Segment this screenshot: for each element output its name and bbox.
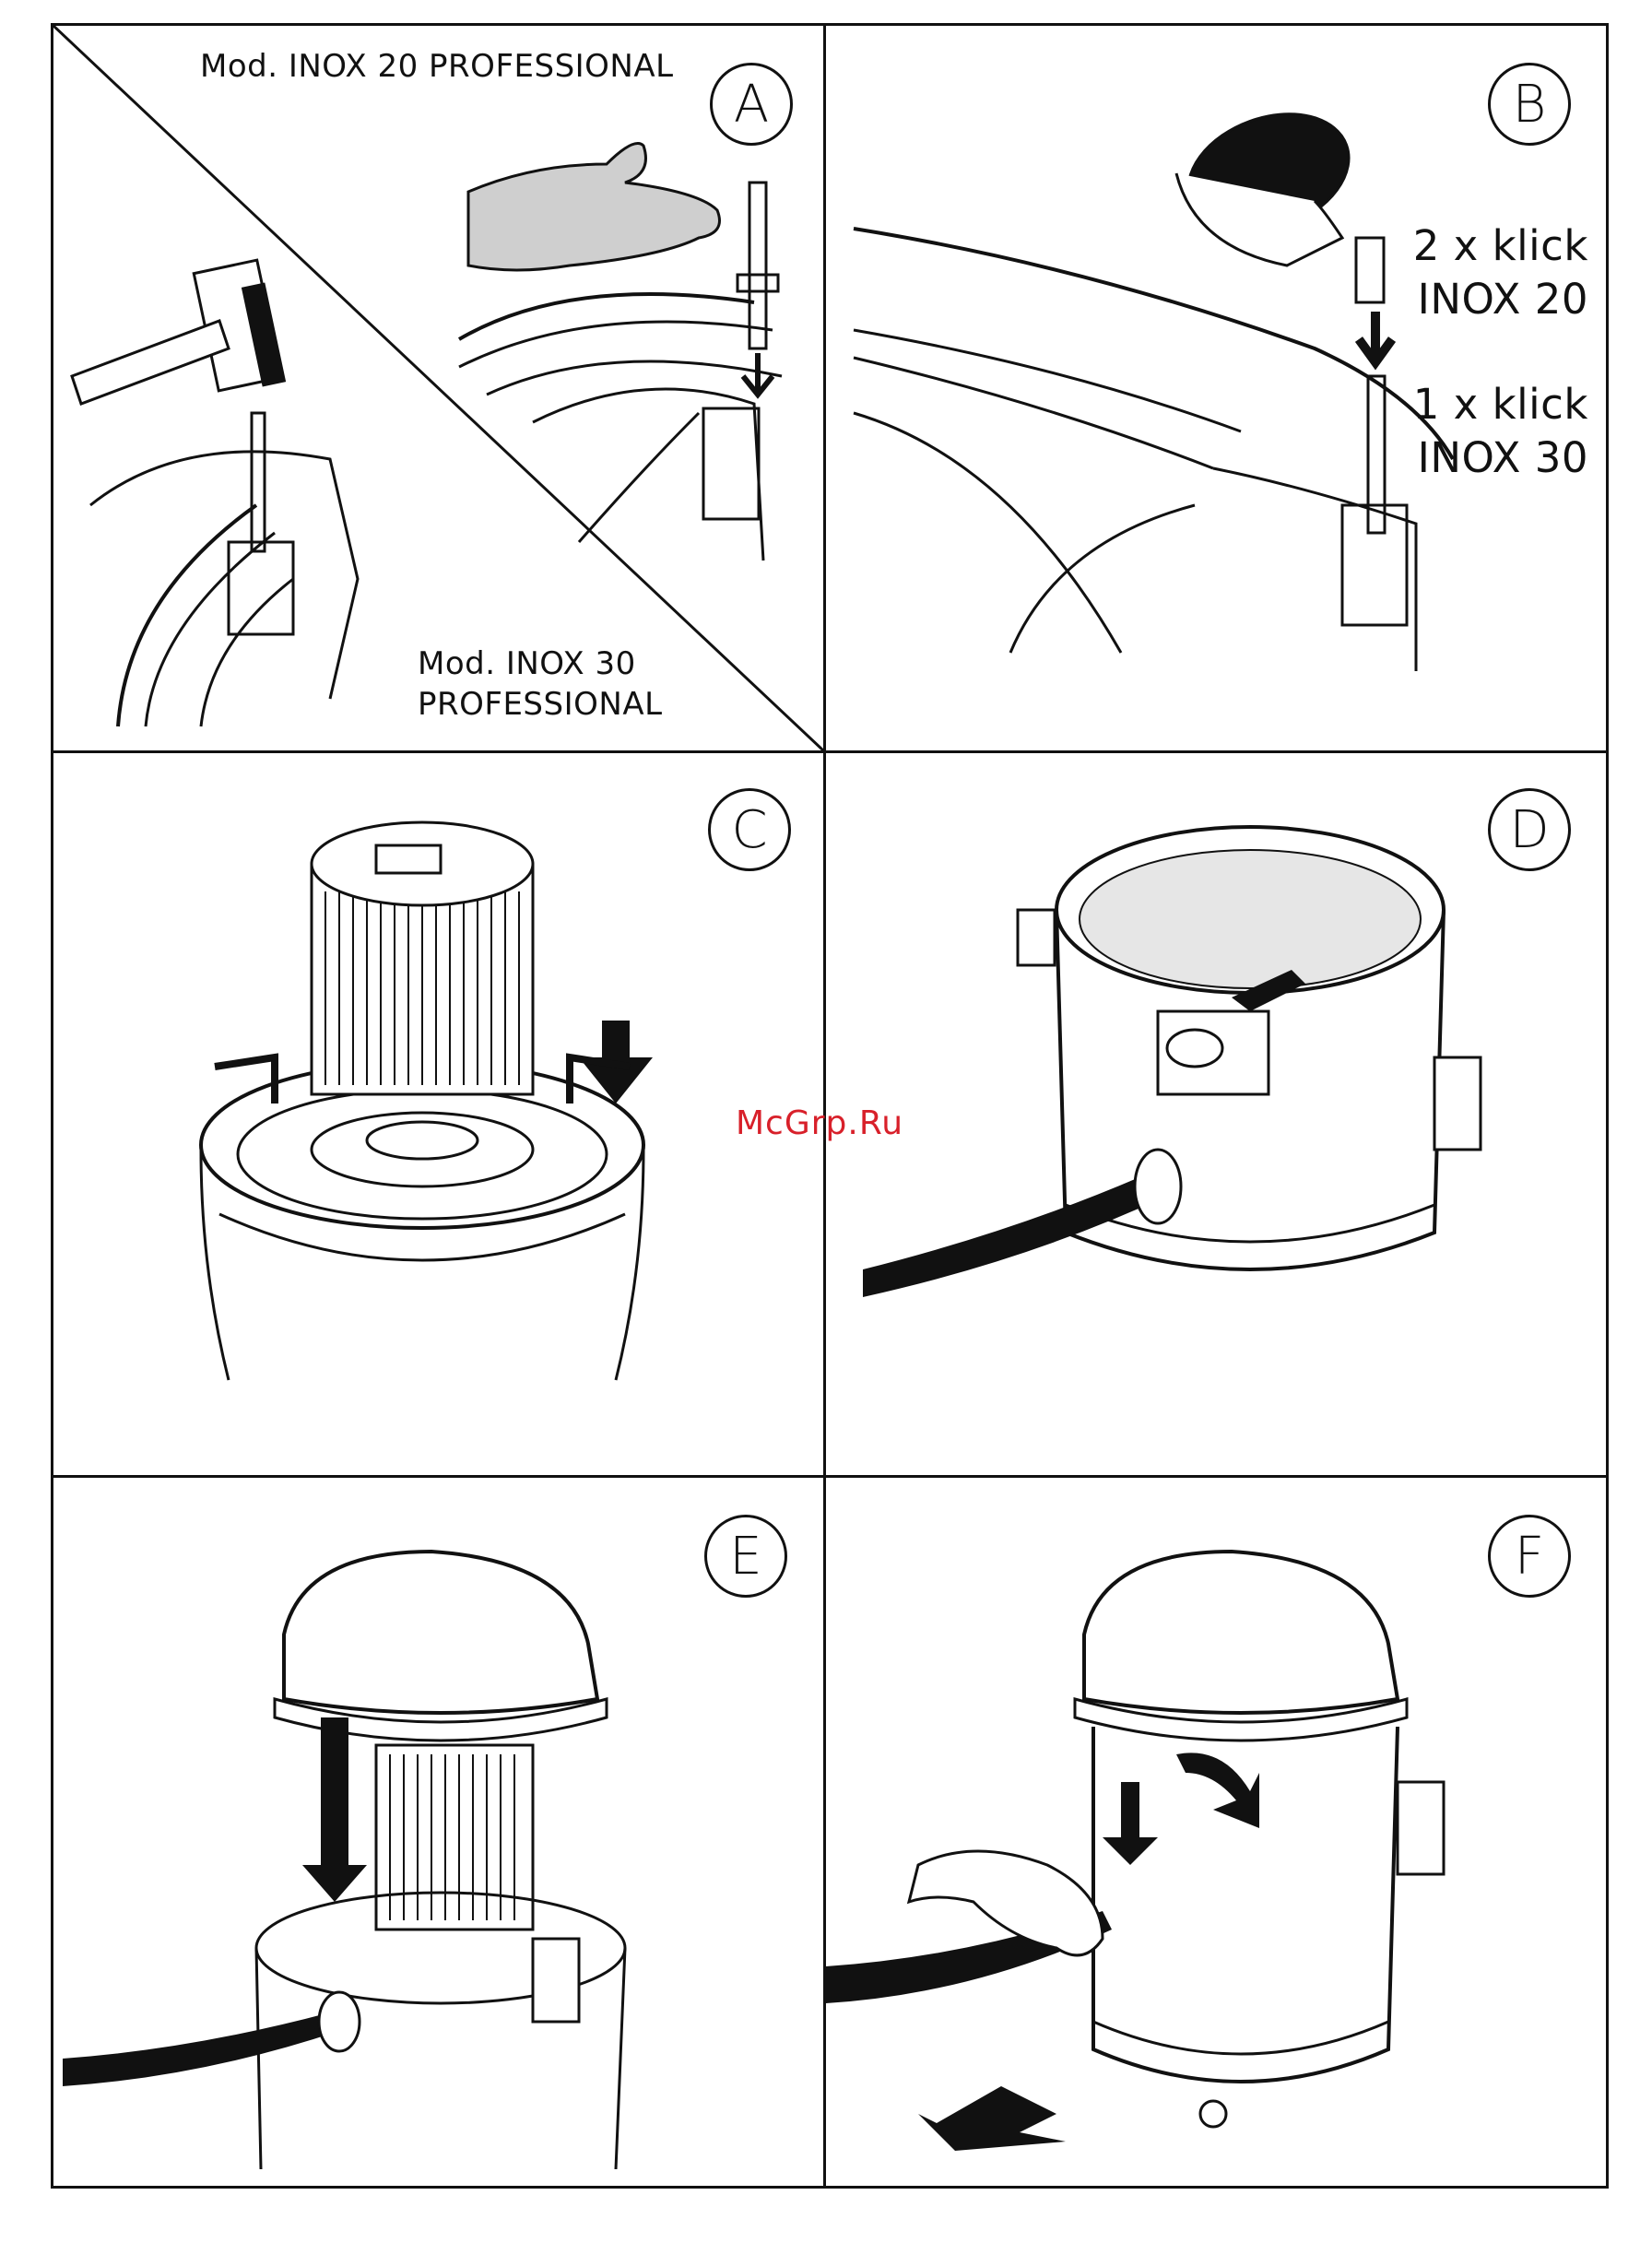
panel-c: C	[53, 753, 823, 1475]
klick-text-line4: INOX 30	[1312, 431, 1588, 485]
panel-e: E	[53, 1478, 823, 2189]
panel-a-illustration	[53, 26, 823, 750]
watermark: McGrp.Ru	[736, 1104, 903, 1142]
panel-d-illustration	[826, 753, 1609, 1475]
step-c-marker: C	[708, 788, 791, 871]
model-inox30-label-line2: PROFESSIONAL	[418, 684, 663, 725]
step-f-marker: F	[1488, 1515, 1571, 1598]
step-a-marker: A	[710, 63, 793, 146]
klick-text-line3: 1 x klick	[1312, 378, 1588, 431]
model-inox20-label: Mod. INOX 20 PROFESSIONAL	[200, 46, 674, 87]
model-inox30-label-line1: Mod. INOX 30	[418, 643, 636, 684]
panel-a: Mod. INOX 20 PROFESSIONAL Mod. INOX 30 P…	[53, 26, 823, 750]
panel-f-illustration	[826, 1478, 1609, 2189]
panel-b: 2 x klick INOX 20 1 x klick INOX 30 B	[826, 26, 1609, 750]
panel-e-illustration	[53, 1478, 823, 2189]
step-b-marker: B	[1488, 63, 1571, 146]
panel-c-illustration	[53, 753, 823, 1475]
panel-d: D	[826, 753, 1609, 1475]
klick-text-line2: INOX 20	[1312, 273, 1588, 326]
step-e-marker: E	[704, 1515, 787, 1598]
panel-f: F	[826, 1478, 1609, 2189]
step-d-marker: D	[1488, 788, 1571, 871]
klick-text-line1: 2 x klick	[1312, 219, 1588, 273]
